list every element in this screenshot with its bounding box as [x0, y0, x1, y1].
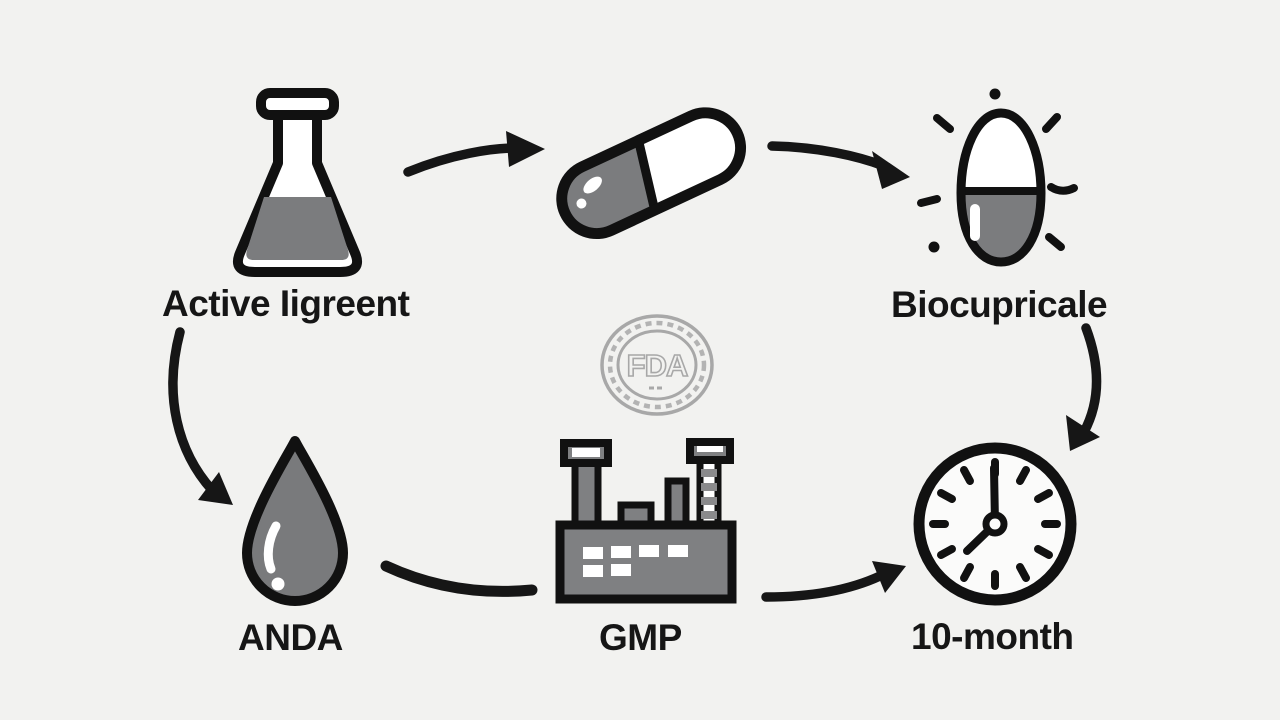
clock-center — [982, 511, 1008, 537]
ray — [917, 195, 941, 207]
arrowhead — [872, 151, 910, 189]
fda-seal-icon: FDA — [596, 312, 718, 418]
arrowhead — [872, 561, 906, 593]
clock-ticks — [929, 458, 1061, 590]
factory-windows — [583, 545, 688, 577]
arrowhead — [506, 131, 545, 167]
flask-icon — [215, 85, 380, 285]
seal-text: FDA — [627, 348, 688, 383]
active-ingredient-label: Active Iigreent — [162, 283, 410, 324]
drop-icon — [230, 430, 360, 608]
clock-icon — [905, 432, 1085, 612]
ray — [1045, 233, 1065, 251]
factory-icon — [552, 435, 747, 605]
arrow-bio-to-clock — [1079, 323, 1102, 437]
curve-drop-to-factory — [380, 560, 538, 597]
timeline-label: 10-month — [911, 616, 1074, 657]
ray-dot — [989, 88, 1001, 100]
capsule-icon — [545, 98, 760, 256]
arrowhead — [1066, 415, 1100, 451]
arrowhead — [198, 472, 233, 505]
arrow-active-to-drop — [168, 327, 217, 495]
ray — [933, 114, 954, 133]
arrow-capsule-to-pill — [767, 141, 889, 171]
anda-label: ANDA — [238, 617, 343, 658]
gmp-label: GMP — [599, 617, 682, 658]
ray-dot — [928, 241, 940, 253]
ray — [1042, 113, 1061, 133]
bioequivalence-label: Biocupricale — [891, 284, 1108, 325]
arrow-factory-to-clock — [761, 571, 885, 602]
pill-glow-icon — [905, 85, 1085, 275]
arrow-flask-to-capsule — [403, 143, 521, 177]
ray — [1047, 183, 1078, 195]
